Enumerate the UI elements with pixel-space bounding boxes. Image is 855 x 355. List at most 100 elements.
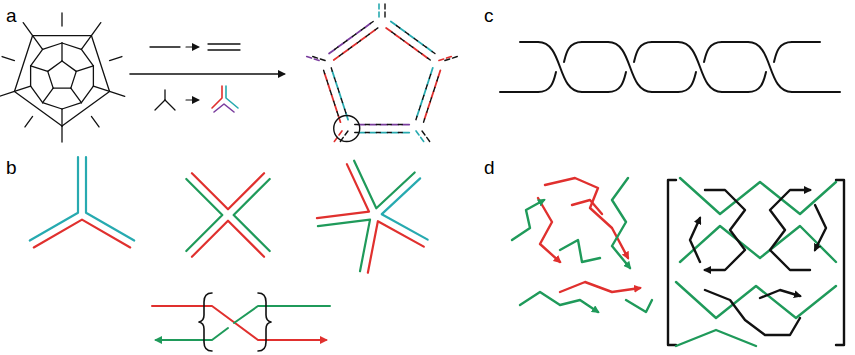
graph-edge bbox=[62, 61, 76, 71]
dna-strand bbox=[355, 132, 410, 134]
graph-edge bbox=[93, 66, 94, 86]
dangling-edge bbox=[110, 57, 122, 61]
dangling-edge bbox=[110, 91, 125, 96]
chain-strand bbox=[634, 42, 652, 62]
graph-edge bbox=[31, 66, 48, 72]
dna-strand bbox=[386, 28, 430, 60]
graph-edge bbox=[91, 36, 109, 92]
panel-a-art bbox=[0, 2, 459, 143]
dna-strand bbox=[422, 131, 431, 143]
knot-strand bbox=[560, 240, 600, 262]
braid-strand bbox=[680, 226, 836, 262]
graph-edge bbox=[14, 86, 30, 91]
dna-strand bbox=[378, 2, 380, 17]
dna-strand bbox=[424, 70, 441, 122]
chain-strand bbox=[520, 41, 538, 43]
chain-strand bbox=[678, 42, 722, 92]
braid-strand bbox=[705, 290, 800, 335]
small-arrow bbox=[186, 99, 198, 100]
junction-strand bbox=[186, 179, 222, 251]
process-arrow bbox=[130, 73, 284, 75]
vertex-icon bbox=[165, 100, 175, 110]
dna-strand bbox=[331, 68, 348, 120]
dna-strand bbox=[355, 132, 410, 133]
junction-strand bbox=[192, 221, 264, 257]
junction-strand bbox=[192, 173, 264, 209]
braid-strand bbox=[676, 330, 756, 346]
graph-edge bbox=[61, 109, 62, 126]
graph-edge bbox=[62, 103, 81, 109]
graph-edge bbox=[43, 43, 62, 49]
chain-strand bbox=[792, 41, 820, 43]
dna-strand bbox=[355, 124, 410, 126]
knot-strand bbox=[560, 282, 640, 292]
braid-strand bbox=[680, 178, 836, 214]
chain-strand bbox=[582, 41, 608, 43]
chain-strand bbox=[722, 41, 748, 43]
chain-strand bbox=[608, 72, 626, 92]
junction-strand bbox=[86, 157, 134, 241]
graph-edge bbox=[33, 35, 92, 36]
braid-strand bbox=[690, 218, 700, 262]
vertex-icon bbox=[155, 100, 165, 110]
panel-letter: a bbox=[6, 6, 17, 25]
panel-d-art bbox=[512, 178, 844, 346]
panel-c-art bbox=[500, 42, 840, 92]
graph-edge bbox=[43, 103, 62, 109]
edge-icon bbox=[150, 46, 180, 47]
junction-strand bbox=[234, 179, 270, 251]
graph-edge bbox=[48, 71, 53, 88]
graph-edge bbox=[14, 36, 32, 92]
dna-strand bbox=[391, 21, 435, 53]
dna-strand bbox=[329, 21, 373, 53]
panel-letter: c bbox=[484, 6, 494, 25]
knot-strand bbox=[626, 300, 652, 312]
strand-icon bbox=[214, 104, 234, 112]
braid-strand bbox=[770, 190, 810, 270]
dna-strand bbox=[324, 70, 341, 122]
panel-letter: b bbox=[6, 158, 17, 177]
highlight-circle bbox=[334, 116, 360, 142]
dangling-edge bbox=[23, 23, 32, 36]
double-strand-icon bbox=[208, 49, 240, 50]
chain-strand bbox=[608, 42, 652, 92]
dangling-edge bbox=[25, 116, 33, 127]
graph-edge bbox=[43, 88, 54, 103]
dna-strand bbox=[391, 21, 435, 53]
junction-strand bbox=[317, 164, 369, 218]
knot-strand bbox=[612, 178, 630, 268]
chain-strand bbox=[748, 72, 766, 92]
dna-strand bbox=[445, 56, 459, 61]
chain-strand bbox=[652, 41, 678, 43]
knot-strand bbox=[520, 292, 598, 312]
junction-strand bbox=[318, 220, 370, 272]
graph-edge bbox=[81, 49, 93, 65]
chain-strand bbox=[538, 42, 582, 92]
graph-edge bbox=[48, 61, 62, 71]
crossover-strand bbox=[152, 306, 326, 340]
dna-strand bbox=[386, 28, 430, 60]
dangling-edge bbox=[61, 126, 62, 142]
dangling-edge bbox=[91, 116, 99, 127]
dna-strand bbox=[329, 21, 373, 53]
braid-strand bbox=[760, 290, 800, 298]
dna-strand bbox=[334, 28, 378, 60]
vertex-icon bbox=[164, 90, 165, 100]
dna-strand bbox=[331, 68, 348, 120]
chain-strand bbox=[722, 91, 748, 93]
dna-strand bbox=[424, 70, 441, 122]
chain-strand bbox=[774, 42, 792, 62]
graph-edge bbox=[53, 87, 71, 88]
chain-strand bbox=[564, 42, 582, 62]
dna-strand bbox=[324, 70, 341, 122]
graph-edge bbox=[62, 91, 110, 126]
dna-strand bbox=[416, 68, 433, 120]
knot-strand bbox=[572, 200, 602, 214]
braid-strand bbox=[815, 205, 826, 250]
graph-edge bbox=[33, 36, 43, 50]
chain-strand bbox=[704, 42, 722, 62]
chain-strand bbox=[678, 72, 696, 92]
brace bbox=[199, 293, 212, 351]
dna-strand bbox=[384, 2, 385, 17]
graph-edge bbox=[71, 71, 76, 88]
